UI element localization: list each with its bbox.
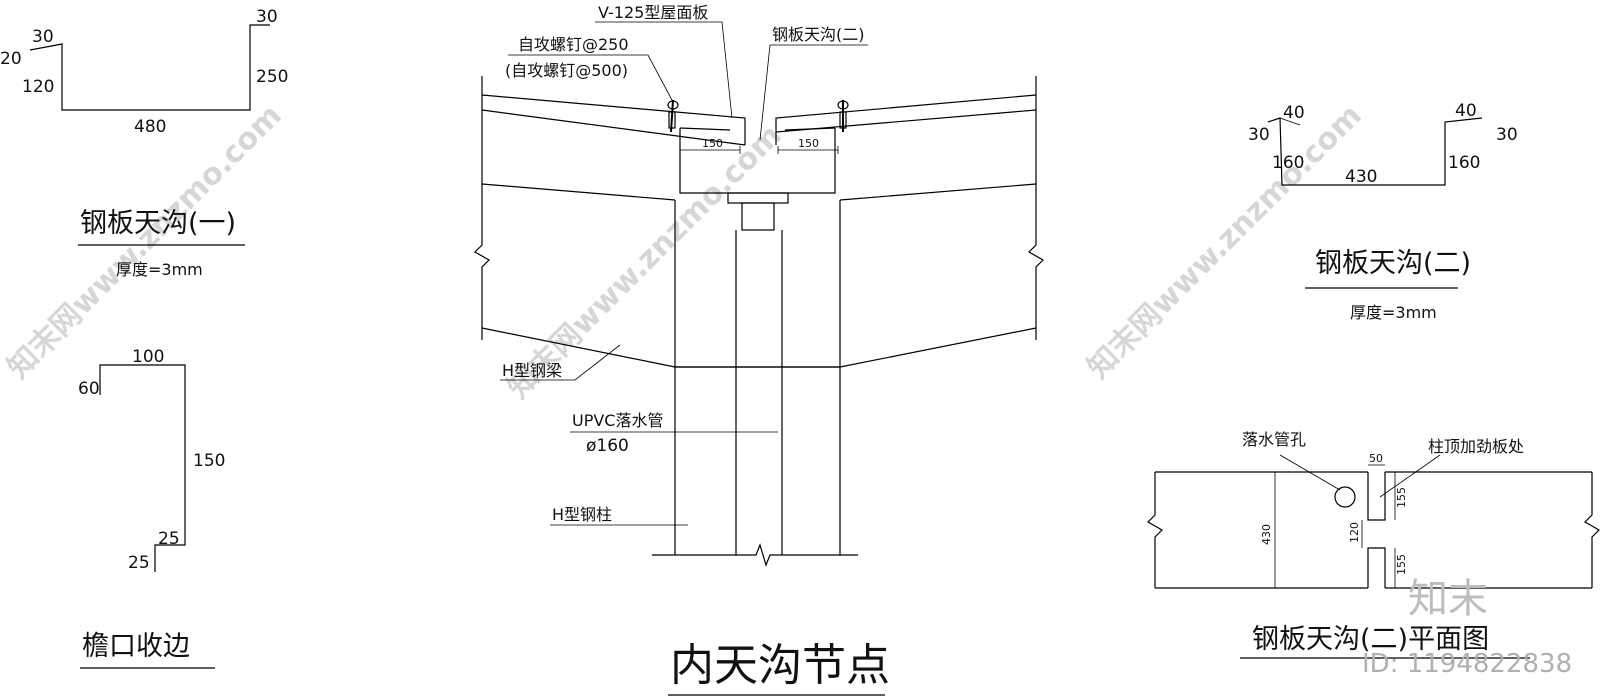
gutter-one-thickness: 厚度=3mm [116,260,203,279]
dim-label: 40 [1455,101,1477,121]
drain-hole-label: 落水管孔 [1242,430,1306,449]
dim-label: 60 [78,379,100,399]
beam-label: H型钢梁 [502,361,562,380]
dim-label: 25 [158,529,180,549]
dim-label: 30 [32,27,54,47]
dim-label: 250 [256,67,288,87]
brand-watermark: 知末 ID: 1194822838 [1362,576,1572,679]
dim-label: 155 [1395,554,1408,575]
screw-label-alt: (自攻螺钉@500) [505,61,628,80]
dim-label: 160 [1272,153,1304,173]
dim-label: 30 [1496,125,1518,145]
image-id-label: ID: 1194822838 [1362,649,1572,679]
pipe-diameter-label: ø160 [586,436,629,456]
dim-label: 50 [1369,452,1383,465]
gutter-two-thickness: 厚度=3mm [1350,303,1437,322]
screw-icon [667,99,679,133]
gutter-two-detail: 30 40 160 430 40 30 160 钢板天沟(二) 厚度=3mm [1248,101,1518,322]
inner-gutter-node: 150 150 V-125型屋面板 自攻螺钉@250 (自攻螺钉@500) 钢板… [474,3,1044,696]
dim-label: 40 [1283,103,1305,123]
plan-title: 钢板天沟(二)平面图 [1252,624,1489,655]
dim-label: 430 [1260,524,1273,545]
dim-label: 20 [0,49,22,69]
column-label: H型钢柱 [552,505,612,524]
dim-label: 150 [193,451,225,471]
eave-flashing-detail: 100 60 150 25 25 檐口收边 [78,347,225,669]
watermark-layer: 知末网www.znzmo.com 知末网www.znzmo.com 知末网www… [1,98,1369,406]
watermark-text: 知末网www.znzmo.com [1081,98,1369,386]
dim-label: 480 [134,117,166,137]
gutter-two-title: 钢板天沟(二) [1315,248,1471,279]
gutter-one-detail: 30 20 120 480 30 250 钢板天沟(一) 厚度=3mm [0,7,288,279]
screw-icon [837,100,849,132]
dim-label: 30 [256,7,278,27]
dim-label: 120 [1348,522,1361,543]
gutter-two-plan: 430 50 155 120 155 落水管孔 柱顶加劲板处 钢板天沟(二)平面… [1147,430,1600,659]
dim-label: 155 [1395,487,1408,508]
roof-panel-label: V-125型屋面板 [598,3,708,22]
screw-label: 自攻螺钉@250 [518,35,629,54]
dim-label: 150 [702,137,723,150]
eave-title: 檐口收边 [82,631,190,662]
gutter-one-title: 钢板天沟(一) [80,208,236,239]
gutter-two-ref-label: 钢板天沟(二) [772,25,865,44]
dim-label: 150 [798,137,819,150]
dim-label: 120 [22,77,54,97]
watermark-text: 知末网www.znzmo.com [1,98,289,386]
dim-label: 430 [1345,167,1377,187]
pipe-label: UPVC落水管 [572,411,663,430]
dim-label: 30 [1248,125,1270,145]
node-title: 内天沟节点 [670,640,890,691]
dim-label: 160 [1448,153,1480,173]
stiffener-label: 柱顶加劲板处 [1428,437,1524,456]
drain-hole-icon [1334,486,1356,508]
dim-label: 25 [128,553,150,573]
dim-label: 100 [132,347,164,367]
brand-logo: 知末 [1408,576,1488,622]
